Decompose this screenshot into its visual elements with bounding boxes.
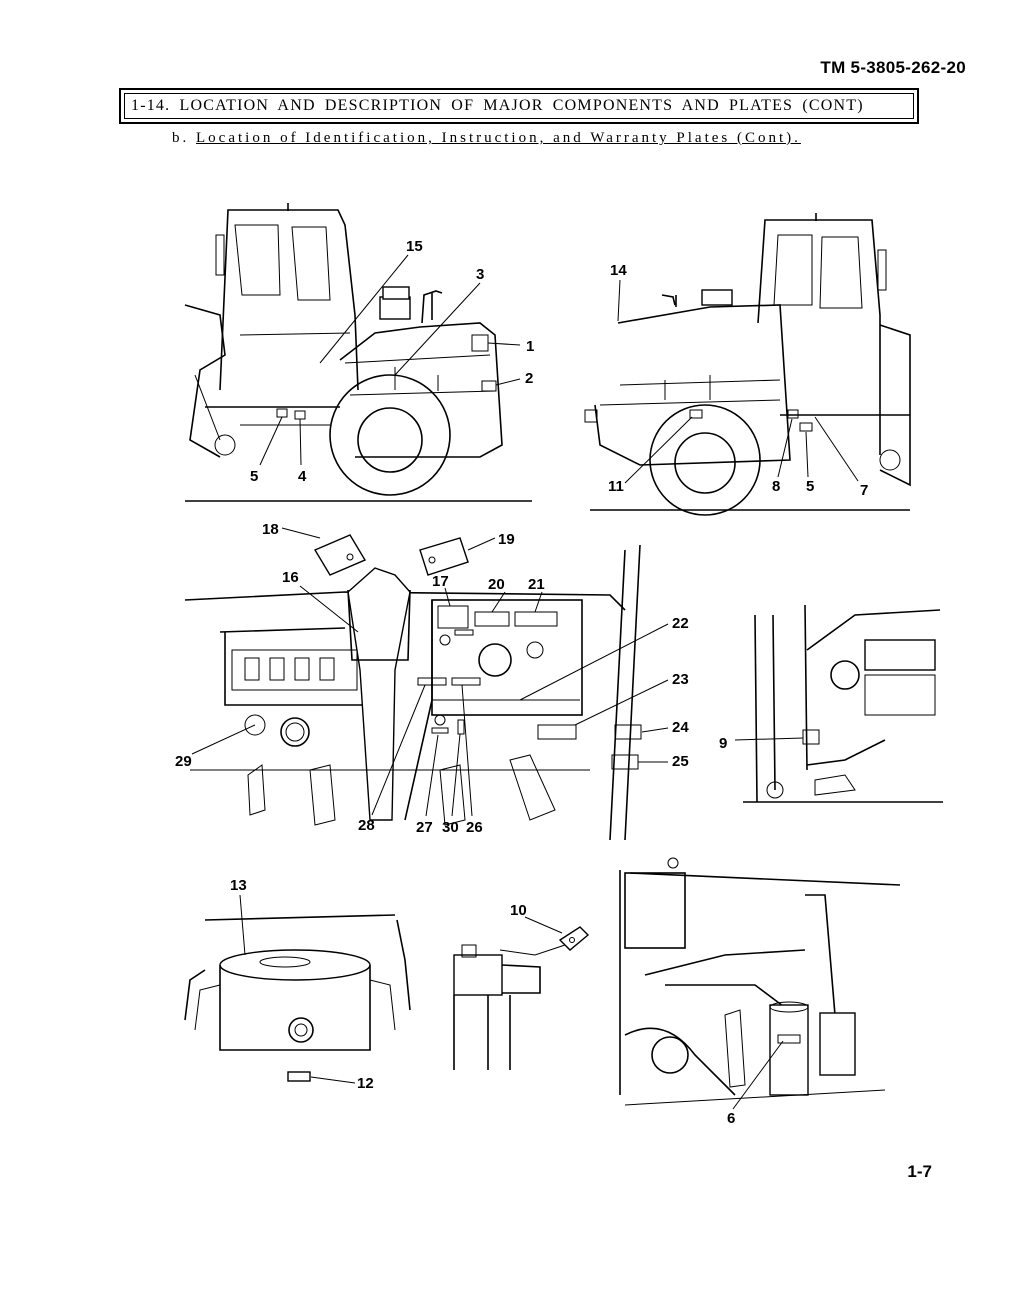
engine-bay-figure: 6 bbox=[619, 857, 901, 1127]
callout-11: 11 bbox=[608, 478, 624, 495]
callout-6: 6 bbox=[727, 1110, 735, 1127]
section-title: 1-14. LOCATION AND DESCRIPTION OF MAJOR … bbox=[131, 97, 864, 114]
reservoir-illustration: 10 bbox=[453, 902, 590, 1070]
callout-9: 9 bbox=[719, 735, 727, 752]
callout-19: 19 bbox=[498, 531, 515, 548]
callout-25: 25 bbox=[672, 753, 689, 770]
callout-1: 1 bbox=[526, 338, 534, 355]
callout-5: 5 bbox=[806, 478, 814, 495]
callout-5: 5 bbox=[250, 468, 258, 485]
callout-4: 4 bbox=[298, 468, 307, 485]
loader-left-side-illustration: 15 3 1 2 5 4 bbox=[184, 203, 534, 502]
callout-22: 22 bbox=[672, 615, 689, 632]
callout-28: 28 bbox=[358, 817, 375, 834]
left-side-view-figure: 15 3 1 2 5 4 bbox=[184, 203, 534, 502]
callout-20: 20 bbox=[488, 576, 505, 593]
engine-side-figure: 9 bbox=[719, 604, 943, 803]
callout-27: 27 bbox=[416, 819, 433, 836]
callout-30: 30 bbox=[442, 819, 459, 836]
fuel-tank-illustration: 13 12 bbox=[184, 877, 411, 1092]
callout-10: 10 bbox=[510, 902, 527, 919]
callout-23: 23 bbox=[672, 671, 689, 688]
fuel-tank-figure: 13 12 bbox=[184, 877, 411, 1092]
callout-16: 16 bbox=[282, 569, 299, 586]
callout-8: 8 bbox=[772, 478, 780, 495]
callout-17: 17 bbox=[432, 573, 449, 590]
callout-15: 15 bbox=[406, 238, 423, 255]
engine-bay-illustration: 6 bbox=[619, 857, 901, 1127]
callout-14: 14 bbox=[610, 262, 627, 279]
callout-18: 18 bbox=[262, 521, 279, 538]
callout-21: 21 bbox=[528, 576, 545, 593]
reservoir-figure: 10 bbox=[453, 902, 590, 1070]
dashboard-illustration: 18 19 16 17 20 21 22 23 24 25 29 28 27 3… bbox=[175, 521, 689, 840]
subsection-title: Location of Identification, Instruction,… bbox=[196, 130, 801, 146]
callout-13: 13 bbox=[230, 877, 247, 894]
right-side-view-figure: 14 11 8 5 7 bbox=[584, 213, 911, 516]
callout-12: 12 bbox=[357, 1075, 374, 1092]
document-number: TM 5-3805-262-20 bbox=[820, 58, 966, 77]
callout-26: 26 bbox=[466, 819, 483, 836]
section-title-box: 1-14. LOCATION AND DESCRIPTION OF MAJOR … bbox=[119, 88, 919, 124]
subsection-prefix: b. bbox=[172, 130, 190, 146]
subsection-heading: b. Location of Identification, Instructi… bbox=[172, 130, 801, 147]
dashboard-figure: 18 19 16 17 20 21 22 23 24 25 29 28 27 3… bbox=[175, 521, 689, 840]
callout-29: 29 bbox=[175, 753, 192, 770]
callout-7: 7 bbox=[860, 482, 868, 499]
loader-right-side-illustration: 14 11 8 5 7 bbox=[584, 213, 911, 516]
page-number: 1-7 bbox=[907, 1162, 932, 1181]
callout-24: 24 bbox=[672, 719, 689, 736]
callout-2: 2 bbox=[525, 370, 533, 387]
engine-side-illustration: 9 bbox=[719, 604, 943, 803]
callout-3: 3 bbox=[476, 266, 484, 283]
